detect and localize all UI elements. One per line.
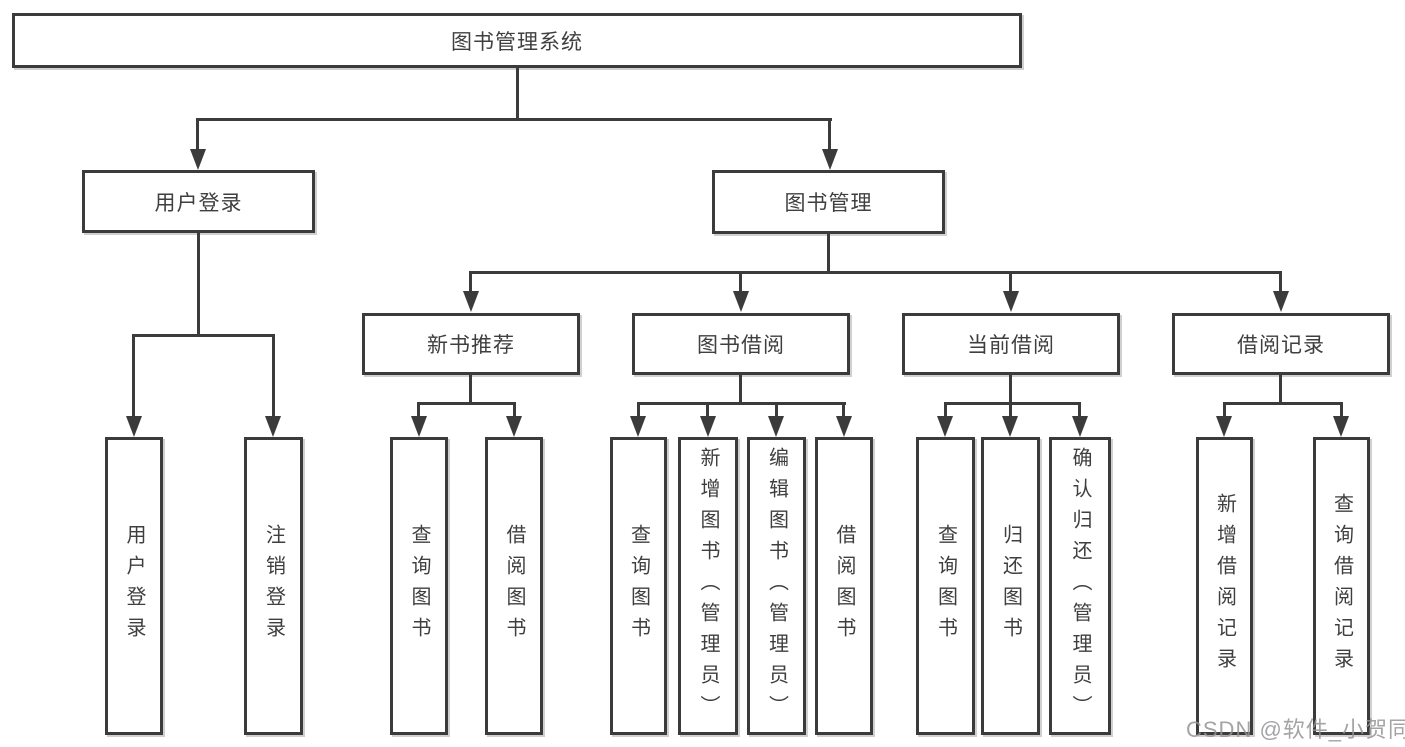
leaf-current-query: 查询图书: [916, 437, 975, 735]
arrow-down-icon: [733, 291, 749, 312]
node-root-label: 图书管理系统: [451, 30, 583, 54]
connector-leaf: [1223, 402, 1226, 418]
arrow-down-icon: [822, 149, 838, 170]
node-new-book-recommend: 新书推荐: [362, 313, 580, 375]
watermark: CSDN @软件_小贺同学: [1186, 717, 1405, 742]
arrow-down-icon: [463, 291, 479, 312]
leaf-borrow-add-admin: 新增图书（管理员）: [678, 437, 738, 735]
connector-leaf: [1078, 402, 1081, 418]
node-book-management: 图书管理: [712, 170, 945, 234]
node-user-login: 用户登录: [82, 170, 315, 233]
connector-to-leaf-user-login: [132, 334, 135, 418]
node-book-borrow-label: 图书借阅: [697, 334, 785, 357]
connector-book-borrow-branch: [637, 402, 846, 405]
connector-new-books-branch: [417, 402, 516, 405]
arrow-down-icon: [768, 416, 784, 437]
arrow-down-icon: [1216, 416, 1232, 437]
connector-leaf: [944, 402, 947, 418]
leaf-user-login-label: 用户登录: [123, 524, 145, 648]
leaf-logout-login-label: 注销登录: [262, 524, 285, 648]
connector-current-borrow-stem: [1009, 375, 1012, 405]
connector-borrow-records-branch: [1223, 402, 1343, 405]
connector-root-stem: [516, 68, 519, 121]
leaf-borrow-query-label: 查询图书: [627, 524, 650, 648]
leaf-borrow-add-admin-label: 新增图书（管理员）: [697, 446, 719, 726]
node-borrow-records: 借阅记录: [1172, 313, 1390, 375]
connector-new-books-stem: [469, 375, 472, 405]
leaf-current-confirm-admin: 确认归还（管理员）: [1049, 437, 1111, 735]
connector-current-borrow-branch: [944, 402, 1081, 405]
connector-user-login-branch: [132, 334, 275, 337]
arrow-down-icon: [630, 416, 646, 437]
arrow-down-icon: [1333, 416, 1349, 437]
leaf-logout-login: 注销登录: [244, 437, 303, 735]
leaf-current-confirm-admin-label: 确认归还（管理员）: [1069, 446, 1091, 726]
arrow-down-icon: [937, 416, 953, 437]
connector-borrow-records-stem: [1279, 375, 1282, 405]
node-user-login-label: 用户登录: [154, 191, 243, 215]
connector-leaf: [513, 402, 516, 418]
connector-to-leaf-logout: [272, 334, 275, 418]
arrow-down-icon: [1002, 416, 1018, 437]
connector-leaf: [1340, 402, 1343, 418]
connector-to-borrow-records: [1279, 271, 1282, 293]
node-book-borrow: 图书借阅: [632, 313, 850, 375]
connector-leaf: [1009, 402, 1012, 418]
connector-to-book-mgmt: [828, 118, 831, 152]
connector-leaf: [706, 402, 709, 418]
connector-leaf: [842, 402, 845, 418]
leaf-records-add: 新增借阅记录: [1196, 437, 1253, 735]
arrow-down-icon: [126, 416, 142, 437]
leaf-records-query: 查询借阅记录: [1313, 437, 1370, 735]
connector-to-book-borrow: [739, 271, 742, 293]
node-borrow-records-label: 借阅记录: [1237, 334, 1325, 357]
leaf-current-return-label: 归还图书: [999, 524, 1022, 648]
leaf-new-books-borrow-label: 借阅图书: [503, 524, 525, 648]
connector-book-mgmt-stem: [827, 234, 830, 273]
connector-book-borrow-stem: [739, 375, 742, 405]
leaf-current-return: 归还图书: [981, 437, 1040, 735]
leaf-borrow-edit-admin: 编辑图书（管理员）: [747, 437, 806, 735]
arrow-down-icon: [700, 416, 716, 437]
arrow-down-icon: [836, 416, 852, 437]
leaf-borrow-query: 查询图书: [610, 437, 667, 735]
node-current-borrow: 当前借阅: [902, 313, 1120, 375]
connector-book-mgmt-branch: [469, 271, 1282, 274]
arrow-down-icon: [506, 416, 522, 437]
leaf-records-query-label: 查询借阅记录: [1330, 493, 1353, 679]
arrow-down-icon: [1072, 416, 1088, 437]
connector-to-new-books: [469, 271, 472, 293]
arrow-down-icon: [1273, 291, 1289, 312]
connector-to-current-borrow: [1009, 271, 1012, 293]
leaf-current-query-label: 查询图书: [934, 524, 957, 648]
arrow-down-icon: [190, 149, 206, 170]
node-book-management-label: 图书管理: [784, 192, 873, 215]
arrow-down-icon: [265, 416, 281, 437]
leaf-new-books-query-label: 查询图书: [408, 524, 430, 648]
arrow-down-icon: [1003, 291, 1019, 312]
leaf-new-books-borrow: 借阅图书: [485, 437, 543, 735]
connector-to-user-login: [196, 118, 199, 152]
leaf-borrow-edit-admin-label: 编辑图书（管理员）: [765, 446, 788, 726]
leaf-new-books-query: 查询图书: [390, 437, 448, 735]
connector-root-branch: [196, 118, 832, 121]
leaf-borrow-borrow: 借阅图书: [815, 437, 873, 735]
leaf-user-login: 用户登录: [105, 437, 163, 735]
leaf-records-add-label: 新增借阅记录: [1213, 493, 1236, 679]
connector-user-login-stem: [197, 233, 200, 337]
node-new-book-recommend-label: 新书推荐: [427, 334, 515, 357]
connector-leaf: [775, 402, 778, 418]
arrow-down-icon: [411, 416, 427, 437]
node-root: 图书管理系统: [12, 13, 1022, 68]
connector-leaf: [637, 402, 640, 418]
node-current-borrow-label: 当前借阅: [967, 334, 1055, 357]
leaf-borrow-borrow-label: 借阅图书: [833, 524, 855, 648]
connector-leaf: [417, 402, 420, 418]
